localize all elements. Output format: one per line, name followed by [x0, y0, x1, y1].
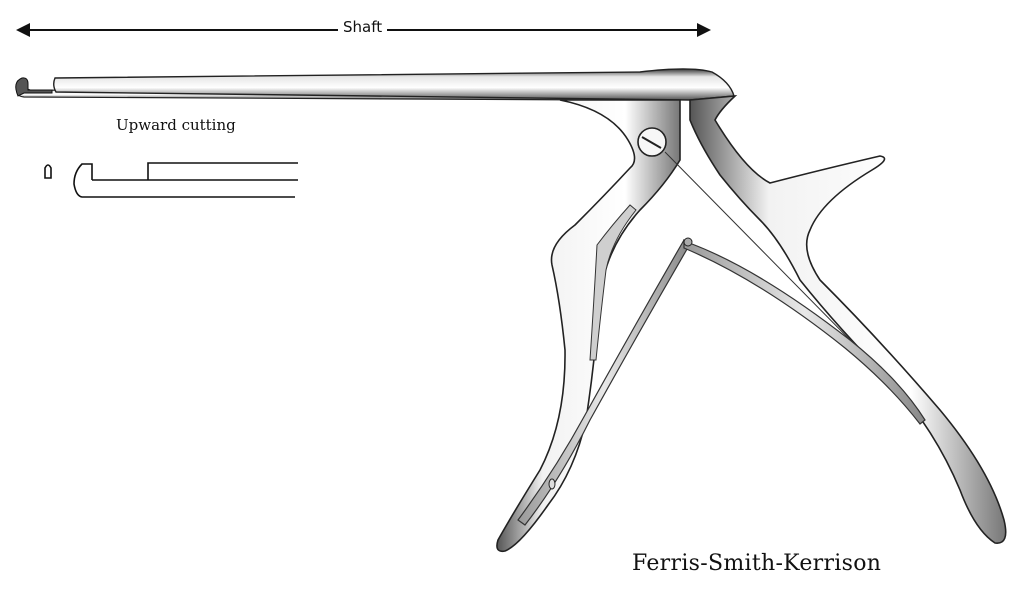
cutting-tip — [15, 77, 53, 97]
tip-profile-inset — [44, 162, 298, 198]
shaft-label: Shaft — [338, 18, 388, 36]
leaf-spring — [517, 237, 926, 526]
upward-cutting-label: Upward cutting — [116, 116, 236, 134]
rear-handle — [689, 94, 1007, 544]
tip-cross-section-icon — [44, 164, 52, 179]
front-handle — [496, 99, 681, 553]
arrowhead-right-icon — [697, 23, 711, 37]
pivot-screw-icon — [637, 127, 667, 157]
pull-rod — [664, 151, 861, 351]
arrowhead-left-icon — [16, 23, 30, 37]
model-name-label: Ferris-Smith-Kerrison — [632, 551, 882, 576]
shaft — [15, 68, 735, 101]
